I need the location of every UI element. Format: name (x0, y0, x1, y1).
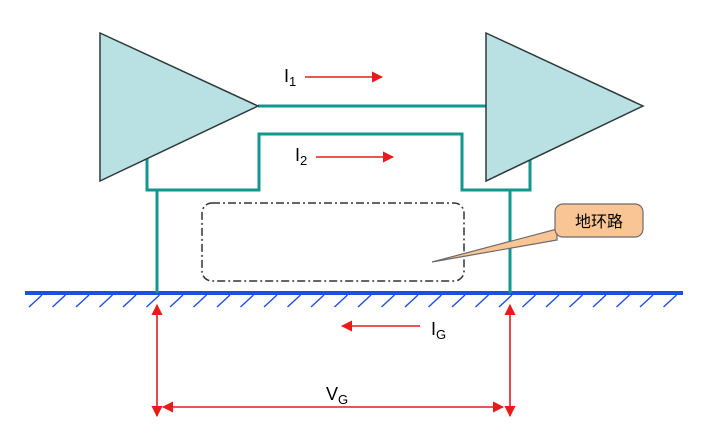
ground-hatch (75, 294, 90, 308)
callout-box (554, 203, 644, 238)
signal-wires (145, 104, 532, 293)
ground-loop-region (201, 202, 465, 282)
ground-hatch (522, 294, 536, 308)
ground-hatch (498, 294, 513, 308)
ground-hatch (146, 294, 160, 308)
ground-plane (25, 291, 683, 308)
ground-hatch (404, 294, 419, 308)
ground-hatch (216, 294, 231, 308)
callout-pointer (431, 228, 558, 263)
ground-hatch (357, 294, 372, 308)
ground-hatch (639, 294, 654, 308)
ground-hatch (616, 294, 630, 308)
ground-hatch (569, 294, 583, 308)
wire-i2 (145, 132, 532, 192)
callout-text: 地环路 (575, 212, 623, 231)
ground-hatch (287, 294, 301, 308)
right-amplifier-triangle (485, 31, 645, 183)
label-vg: VG (326, 384, 348, 407)
ground-hatch (451, 294, 466, 308)
ground-hatch (52, 294, 66, 308)
label-ig: IG (431, 319, 446, 342)
ground-hatch (99, 294, 113, 308)
label-i1: I1 (284, 66, 296, 89)
left-amplifier-triangle (99, 31, 260, 183)
ground-hatch (240, 294, 254, 308)
ground-hatch (428, 294, 442, 308)
ground-hatch (381, 294, 395, 308)
ground-loop-callout: 地环路 (431, 203, 644, 263)
ground-hatch (310, 294, 325, 308)
ground-hatch (475, 294, 489, 308)
ground-hatch (663, 294, 677, 308)
ground-hatch (28, 294, 43, 308)
ground-hatch (263, 294, 278, 308)
ground-hatches (28, 294, 677, 308)
ground-hatch (592, 294, 607, 308)
ground-hatch (545, 294, 560, 308)
ground-hatch (169, 294, 184, 308)
label-i2: I2 (295, 145, 307, 168)
ground-hatch (193, 294, 207, 308)
ground-hatch (122, 294, 137, 308)
ground-hatch (334, 294, 348, 308)
